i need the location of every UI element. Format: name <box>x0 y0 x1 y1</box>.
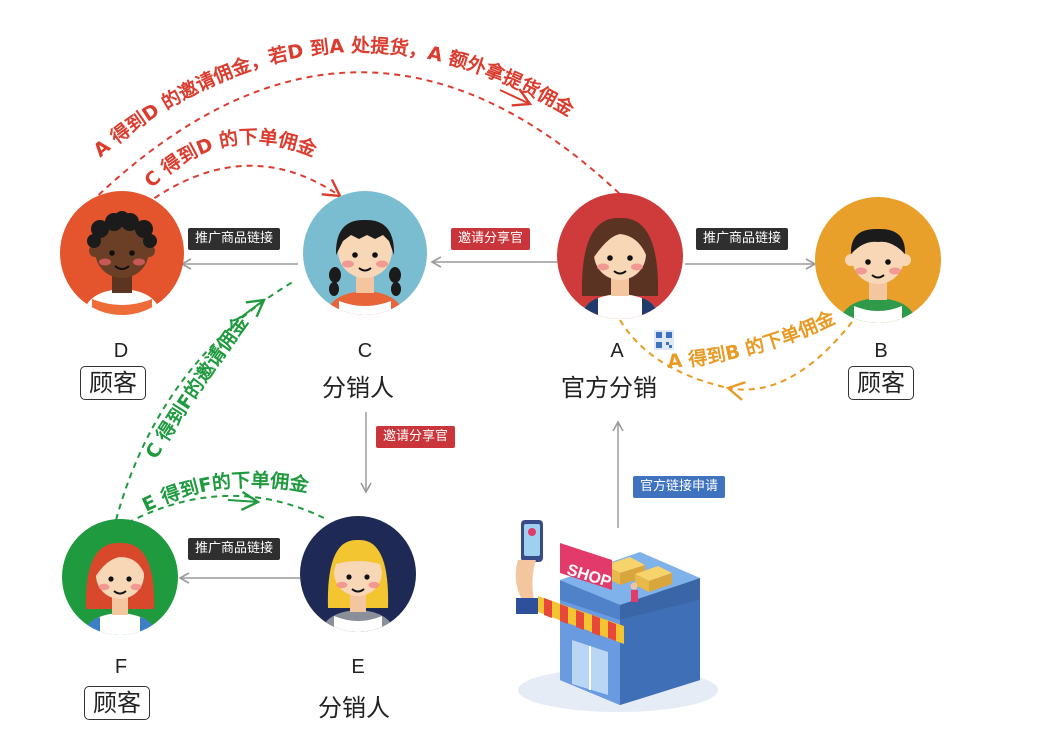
tag-official-apply: 官方链接申请 <box>633 476 726 498</box>
role-label-f: 顾客 <box>84 686 150 720</box>
arc-a-d-arrowhead <box>499 88 533 107</box>
person-letter-f: F <box>114 656 128 678</box>
arc-a-b-order <box>725 321 853 401</box>
avatar-a <box>557 193 683 319</box>
person-letter-c: C <box>357 340 373 362</box>
arc-a-d-invite <box>74 71 623 219</box>
arc-label-e-f: E 得到F的下单佣金 <box>139 468 311 516</box>
arc-a-b-tail <box>619 319 729 389</box>
tag-promote-a-b: 推广商品链接 <box>696 228 789 250</box>
avatar-f <box>62 519 178 635</box>
tag-invite-c-e: 邀请分享官 <box>376 426 456 448</box>
person-letter-e: E <box>351 656 365 678</box>
role-label-e: 分销人 <box>318 694 390 722</box>
person-letter-b: B <box>874 340 888 362</box>
tag-invite-a-c: 邀请分享官 <box>451 228 531 250</box>
arc-e-f-order <box>117 494 329 529</box>
arc-label-c-d: C 得到D 的下单佣金 <box>140 125 320 192</box>
tag-promote-e-f: 推广商品链接 <box>188 538 281 560</box>
shop-illustration: SHOP <box>515 520 718 712</box>
role-label-c: 分销人 <box>322 374 394 402</box>
role-label-d: 顾客 <box>80 366 146 400</box>
role-label-a: 官方分销 <box>561 374 657 402</box>
avatar-c <box>303 191 427 315</box>
avatar-d <box>60 191 184 315</box>
person-letter-d: D <box>113 340 129 362</box>
arc-c-d-order <box>127 164 343 219</box>
avatar-e <box>300 516 416 632</box>
arc-label-c-f: C 得到F的邀请佣金 <box>141 310 253 462</box>
tag-promote-c-d: 推广商品链接 <box>188 228 281 250</box>
avatar-b <box>815 197 941 323</box>
role-label-b: 顾客 <box>848 366 914 400</box>
person-letter-a: A <box>610 340 624 362</box>
arc-c-f-arrowhead <box>239 298 266 319</box>
arc-e-f-arrowhead <box>227 490 261 511</box>
qr-code-icon <box>654 330 674 350</box>
